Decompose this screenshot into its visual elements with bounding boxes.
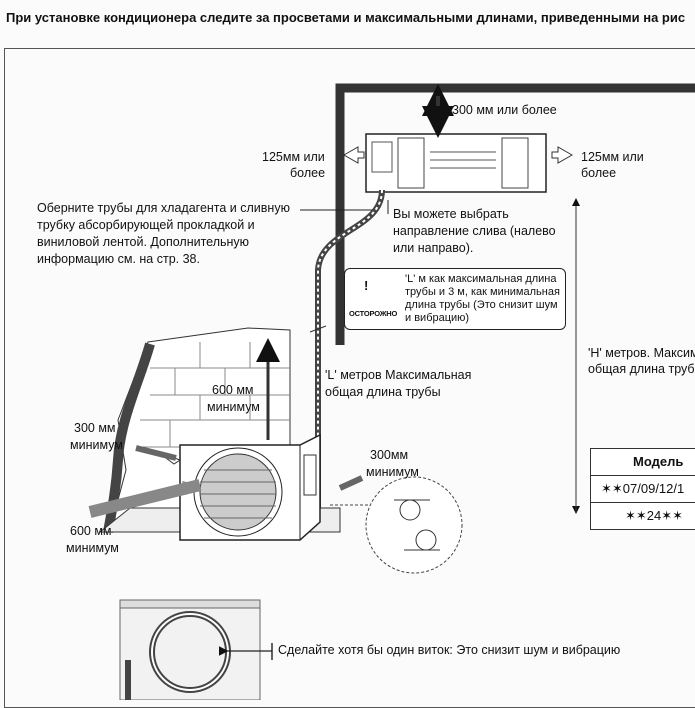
left-clearance-label-2: более xyxy=(290,166,326,180)
right-min-1: 300мм xyxy=(370,448,409,462)
l-note-2: общая длина трубы xyxy=(325,385,441,399)
wrap-note-2: трубку абсорбирующей прокладкой и xyxy=(37,218,255,232)
exclamation-icon: ! xyxy=(364,278,369,293)
warning-label: ОСТОРОЖНО xyxy=(349,309,398,318)
table-row: ✶✶24✶✶ xyxy=(625,508,684,523)
top-min-1: 600 мм xyxy=(212,383,254,397)
warning-box: 'L' м как максимальная длина трубы и 3 м… xyxy=(344,268,566,330)
wall-corner xyxy=(335,83,695,345)
top-min-2: минимум xyxy=(207,400,260,414)
drain-note-3: или направо). xyxy=(393,241,474,255)
table-row: ✶✶07/09/12/1 xyxy=(591,476,695,503)
l-note-1: 'L' метров Максимальная xyxy=(325,368,472,382)
right-min-2: минимум xyxy=(366,465,419,479)
bottom-min-1: 600 мм xyxy=(70,524,112,538)
h-note-1: 'H' метров. Максим xyxy=(588,346,695,360)
outdoor-unit xyxy=(179,433,321,541)
drain-note-2: направление слива (налево xyxy=(393,224,556,238)
loop-note: Сделайте хотя бы один виток: Это снизит … xyxy=(278,643,621,657)
table-header: Модель xyxy=(591,449,695,476)
valve-detail xyxy=(365,476,463,574)
left-clearance-label-1: 125мм или xyxy=(262,150,325,164)
wrap-note-3: виниловой лентой. Дополнительную xyxy=(37,235,250,249)
right-clearance-label-2: более xyxy=(581,166,617,180)
model-table: Модель ✶✶07/09/12/1 ✶✶24✶✶ xyxy=(590,448,695,530)
h-note-2: общая длина труб xyxy=(588,362,695,376)
wrap-note-4: информацию см. на стр. 38. xyxy=(37,252,200,266)
left-min-2: минимум xyxy=(70,438,123,452)
warning-text: 'L' м как максимальная длина трубы и 3 м… xyxy=(405,273,560,324)
bottom-min-2: минимум xyxy=(66,541,119,555)
page-title: При установке кондиционера следите за пр… xyxy=(6,10,686,25)
indoor-unit xyxy=(365,133,547,193)
wrap-note-1: Оберните трубы для хладагента и сливную xyxy=(37,201,290,215)
top-clearance-label: 300 мм или более xyxy=(452,103,557,117)
right-clearance-label-1: 125мм или xyxy=(581,150,644,164)
pipe-loop-unit xyxy=(119,599,261,700)
drain-note-1: Вы можете выбрать xyxy=(393,207,509,221)
left-min-1: 300 мм xyxy=(74,421,116,435)
